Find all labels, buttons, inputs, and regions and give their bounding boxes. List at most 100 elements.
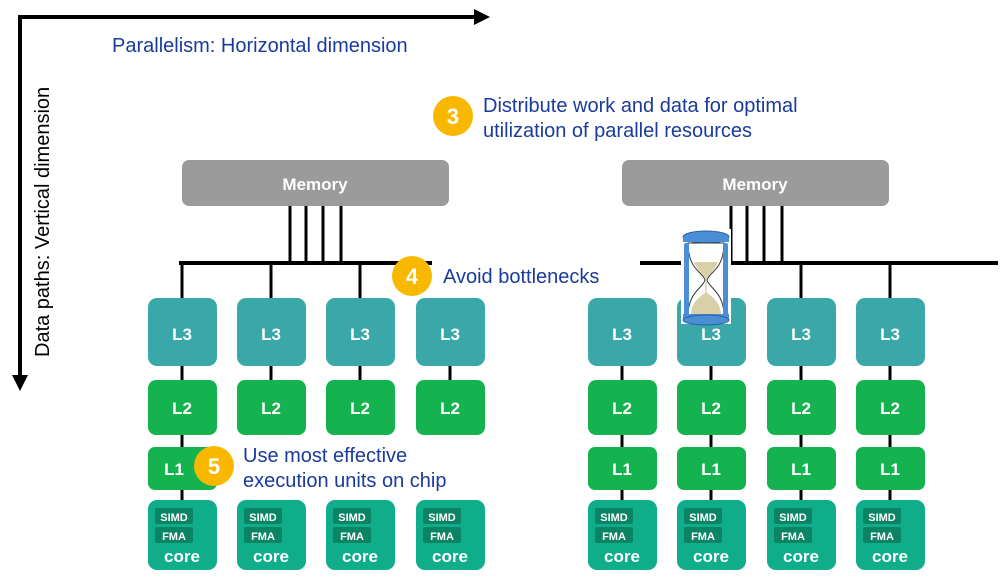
l3-cache [326,298,395,366]
simd-label: SIMD [249,512,277,524]
memory-label: Memory [282,175,348,194]
simd-label: SIMD [338,512,366,524]
callout-3-line-1: Distribute work and data for optimal [483,95,798,117]
l1-cache [767,447,836,490]
simd-label: SIMD [689,512,717,524]
callout-number: 5 [208,454,220,479]
l3-label: L3 [791,325,811,344]
core-label: core [253,547,289,566]
simd-unit [595,508,633,524]
fma-unit [595,527,633,543]
l3-label: L3 [701,325,721,344]
callout-5-line-1: Use most effective [243,445,408,467]
l1-cache [856,447,925,490]
simd-unit [244,508,282,524]
core-label: core [872,547,908,566]
l1-label: L1 [791,460,811,479]
memory-block [182,160,449,206]
l2-cache [237,380,306,435]
l2-cache [326,380,395,435]
l2-cache [588,380,657,435]
l1-label: L1 [880,460,900,479]
callout-5-badge: 5 [194,446,234,486]
vertical-axis-arrow [12,15,28,391]
callout-number: 4 [406,264,419,289]
fma-unit [863,527,901,543]
simd-label: SIMD [600,512,628,524]
l2-label: L2 [350,399,370,418]
core-label: core [783,547,819,566]
l2-label: L2 [440,399,460,418]
fma-label: FMA [251,531,275,543]
horizontal-axis-arrow [20,9,490,25]
fma-label: FMA [602,531,626,543]
l3-label: L3 [440,325,460,344]
l2-cache [416,380,485,435]
core-label: core [693,547,729,566]
fma-label: FMA [870,531,894,543]
l3-cache [237,298,306,366]
l2-label: L2 [701,399,721,418]
fma-label: FMA [340,531,364,543]
l1-label: L1 [612,460,632,479]
simd-label: SIMD [779,512,807,524]
l3-label: L3 [261,325,281,344]
fma-label: FMA [781,531,805,543]
l3-label: L3 [880,325,900,344]
l1-cache [677,447,746,490]
l2-cache [856,380,925,435]
simd-label: SIMD [428,512,456,524]
memory-label: Memory [722,175,788,194]
simd-unit [155,508,193,524]
fma-label: FMA [430,531,454,543]
callout-5-line-2: execution units on chip [243,470,447,492]
simd-unit [684,508,722,524]
l2-label: L2 [612,399,632,418]
core-label: core [342,547,378,566]
l3-label: L3 [172,325,192,344]
simd-label: SIMD [160,512,188,524]
l2-label: L2 [791,399,811,418]
horizontal-axis-label: Parallelism: Horizontal dimension [112,35,408,57]
l3-cache [148,298,217,366]
l2-label: L2 [172,399,192,418]
l2-label: L2 [880,399,900,418]
core-label: core [432,547,468,566]
simd-unit [423,508,461,524]
callout-4-badge: 4 [392,256,432,296]
memory-block [622,160,889,206]
l3-cache [856,298,925,366]
l3-label: L3 [612,325,632,344]
fma-unit [155,527,193,543]
l2-cache [767,380,836,435]
callout-5-text: Use most effective execution units on ch… [243,444,446,494]
fma-unit [244,527,282,543]
l1-label: L1 [164,460,184,479]
fma-unit [684,527,722,543]
l1-cache [588,447,657,490]
simd-unit [774,508,812,524]
core-label: core [164,547,200,566]
fma-label: FMA [691,531,715,543]
hourglass-icon [681,229,731,326]
l2-cache [148,380,217,435]
callout-4-text: Avoid bottlenecks [443,266,600,288]
simd-unit [333,508,371,524]
fma-unit [774,527,812,543]
l3-label: L3 [350,325,370,344]
callout-3-badge: 3 [433,96,473,136]
fma-label: FMA [162,531,186,543]
l3-cache [588,298,657,366]
system-1: MemoryL3L2L1SIMDFMAcoreL3L2SIMDFMAcoreL3… [148,160,485,570]
simd-label: SIMD [868,512,896,524]
callout-number: 3 [447,104,459,129]
